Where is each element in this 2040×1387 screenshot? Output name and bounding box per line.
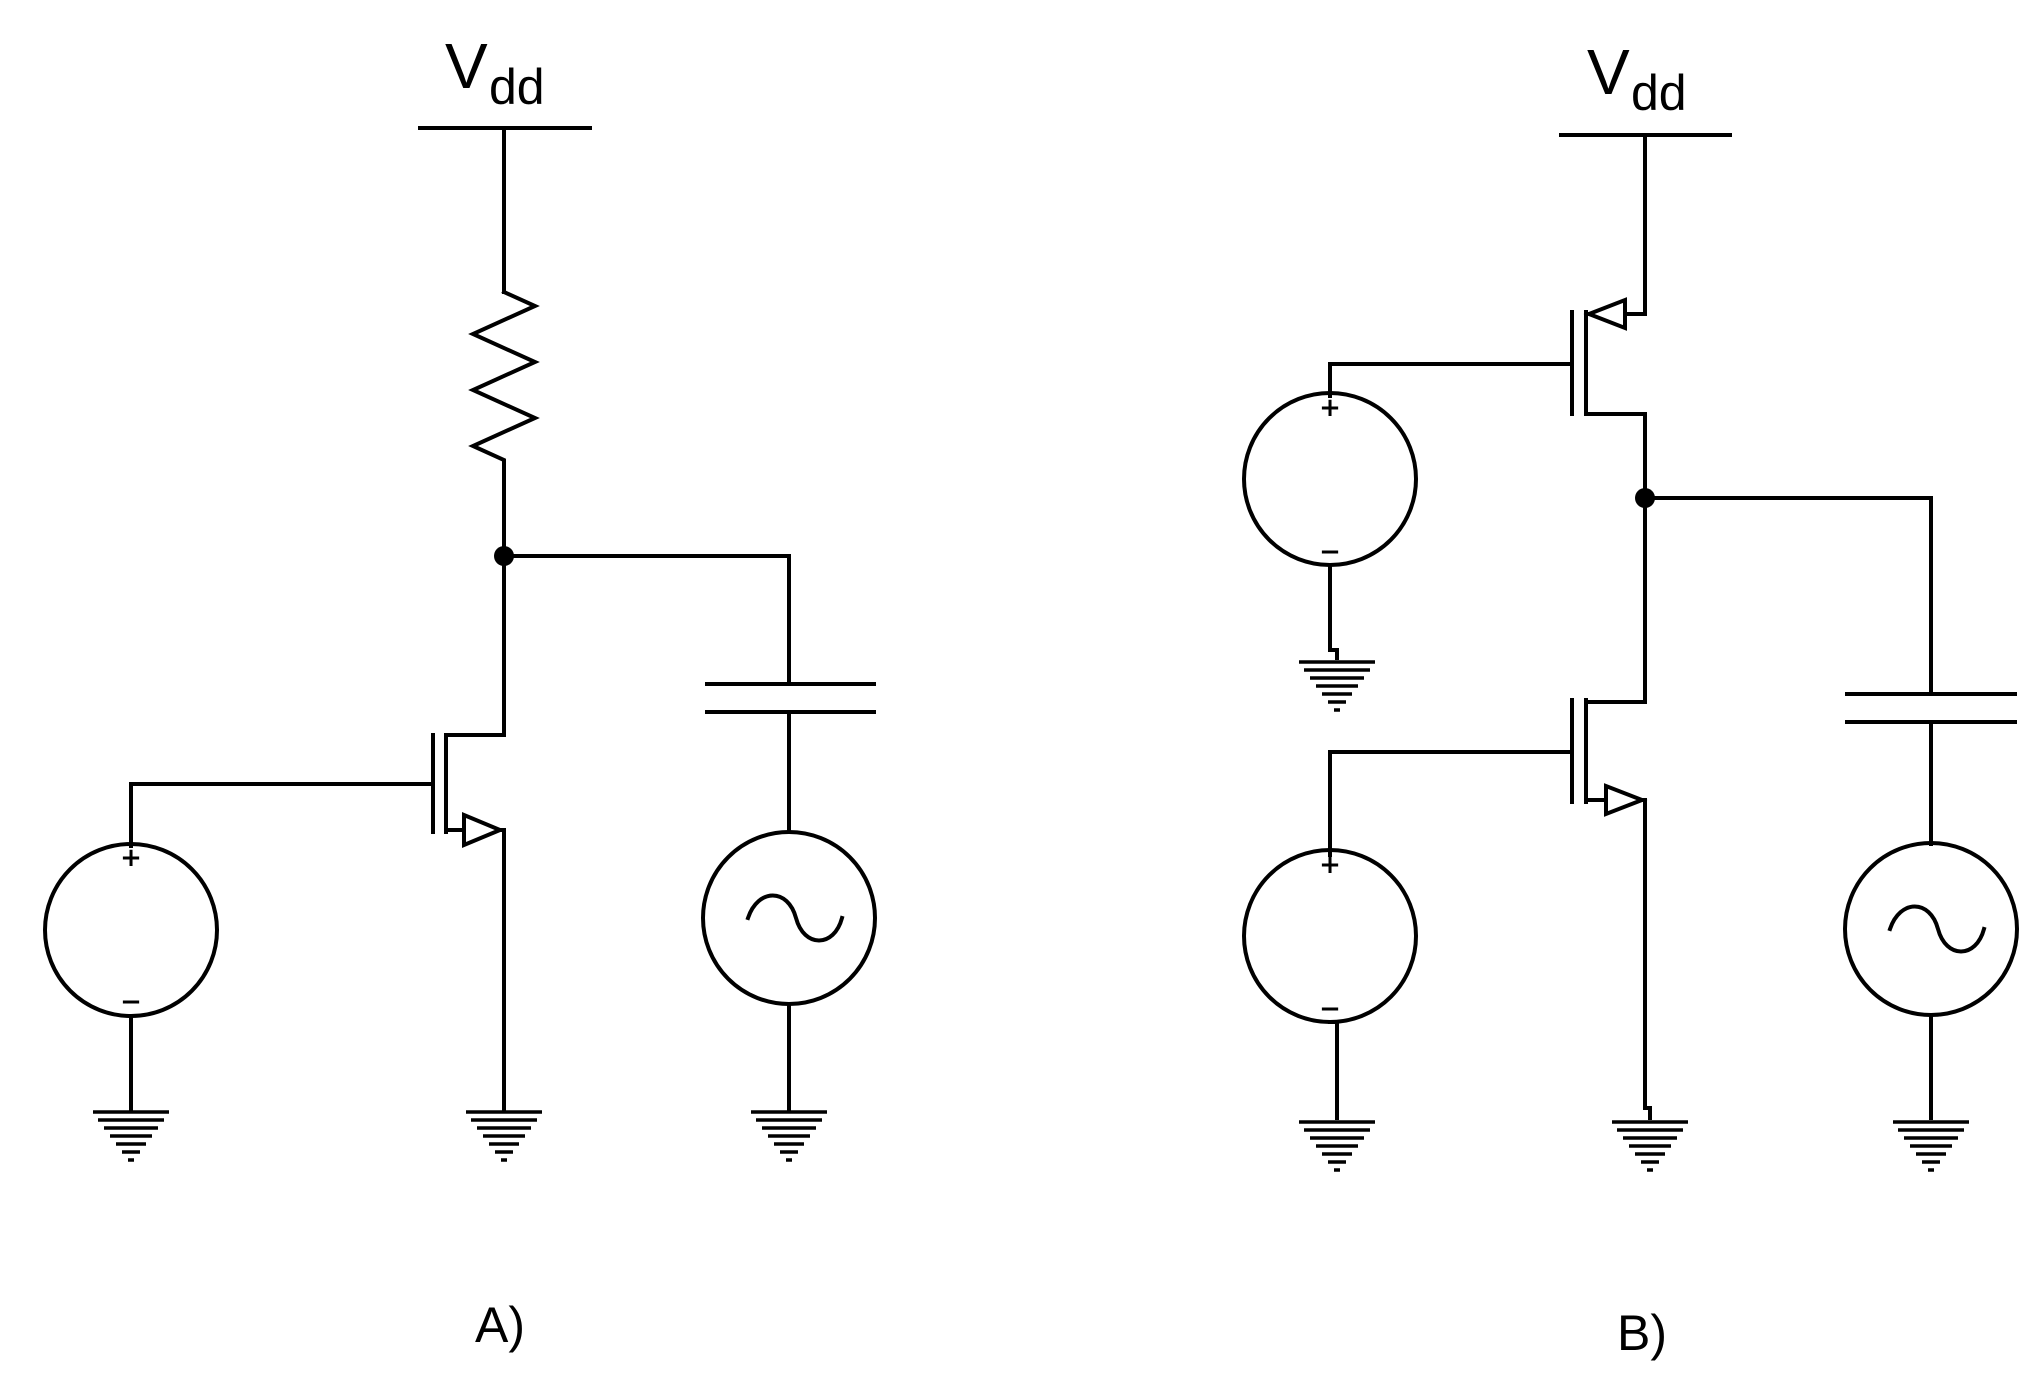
- dc-source-b-bottom: + −: [1242, 848, 1418, 1024]
- wire-node-to-capacitor-a: [502, 554, 791, 686]
- supply-label-vdd-b: V dd: [1587, 36, 1687, 121]
- wire-gate-to-source-a: [129, 782, 435, 848]
- ac-source-a: [701, 830, 877, 1006]
- wire-rail-to-pmos-source: [1623, 133, 1647, 316]
- svg-text:V: V: [1587, 36, 1630, 108]
- svg-text:dd: dd: [1631, 65, 1687, 121]
- wire-node-to-capacitor-b: [1643, 496, 1933, 696]
- svg-text:dd: dd: [489, 59, 545, 115]
- wire-node-to-drain-a: [444, 554, 506, 737]
- caption-a: A): [475, 1297, 525, 1353]
- minus-sign: −: [1319, 537, 1341, 567]
- caption-b: B): [1617, 1305, 1667, 1361]
- nmos-transistor-a: [431, 733, 506, 1112]
- minus-sign: −: [1319, 994, 1341, 1024]
- svg-text:V: V: [445, 30, 488, 102]
- plus-sign: +: [1319, 850, 1341, 880]
- ac-source-b: [1843, 841, 2019, 1017]
- dc-source-b-top: + −: [1242, 391, 1418, 567]
- minus-sign: −: [120, 987, 142, 1017]
- capacitor-a: [705, 682, 876, 714]
- circuit-a: V dd: [43, 30, 877, 1353]
- nmos-transistor-b: [1570, 698, 1652, 1120]
- wire-top-source-to-ground: [1328, 563, 1339, 660]
- ground-icon: [1297, 660, 1377, 712]
- circuit-b: V dd + −: [1242, 36, 2019, 1361]
- ground-icon: [91, 1110, 171, 1162]
- ground-icon: [1891, 1120, 1971, 1172]
- plus-sign: +: [1319, 393, 1341, 423]
- supply-label-vdd-a: V dd: [445, 30, 545, 115]
- sine-icon: [745, 893, 845, 943]
- ground-icon: [749, 1110, 829, 1162]
- wire-pmos-gate-to-source: [1328, 362, 1574, 398]
- plus-sign: +: [120, 843, 142, 873]
- resistor-a: [468, 289, 540, 480]
- wire-bottom-source-to-ground: [1328, 1020, 1339, 1120]
- dc-source-a: + −: [43, 842, 219, 1018]
- ground-icon: [1610, 1120, 1690, 1172]
- wire-nmos-gate-to-source: [1328, 750, 1574, 857]
- pmos-transistor-b: [1570, 297, 1647, 416]
- ground-icon: [464, 1110, 544, 1162]
- capacitor-b: [1845, 692, 2017, 724]
- wire-node-to-nmos-drain: [1584, 496, 1647, 704]
- ground-icon: [1297, 1120, 1377, 1172]
- sine-icon: [1887, 904, 1987, 954]
